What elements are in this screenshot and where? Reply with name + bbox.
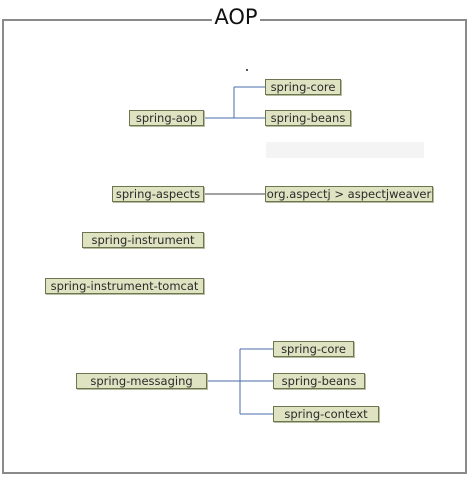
node-aspectjweaver: org.aspectj > aspectjweaver <box>265 186 433 202</box>
node-spring-beans: spring-beans <box>273 373 365 389</box>
node-spring-core: spring-core <box>265 79 341 95</box>
node-spring-beans: spring-beans <box>265 110 351 126</box>
node-spring-core: spring-core <box>273 341 354 357</box>
diagram-title-text: AOP <box>212 5 260 29</box>
node-spring-aop: spring-aop <box>129 110 204 126</box>
node-spring-instrument-tomcat: spring-instrument-tomcat <box>45 278 204 294</box>
node-spring-instrument: spring-instrument <box>82 232 204 248</box>
node-spring-aspects: spring-aspects <box>112 186 204 202</box>
node-spring-messaging: spring-messaging <box>76 373 207 389</box>
stray-dot <box>246 69 248 71</box>
node-spring-context: spring-context <box>273 406 379 422</box>
faint-band <box>266 142 424 158</box>
diagram-title: AOP <box>0 4 472 30</box>
